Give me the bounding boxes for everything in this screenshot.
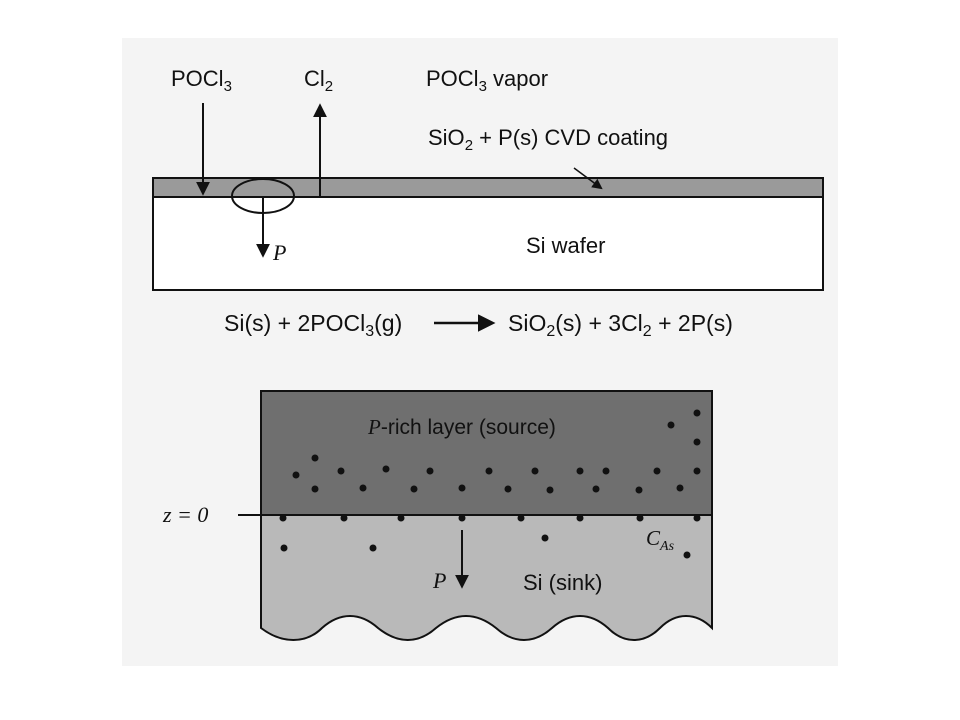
wafer-label: Si wafer	[526, 233, 605, 258]
p-label-top: P	[272, 240, 286, 265]
cl2-label: Cl2	[304, 66, 333, 95]
p-label-bottom: P	[432, 568, 446, 593]
z-zero-label: z = 0	[162, 502, 208, 527]
vapor-label: POCl3 vapor	[426, 66, 548, 95]
cas-label: CAs	[646, 526, 675, 554]
equation-rhs: SiO2(s) + 3Cl2 + 2P(s)	[508, 310, 733, 340]
pocl3-label: POCl3	[171, 66, 232, 95]
source-dopant-atoms	[292, 409, 701, 494]
top-diagram: POCl3 Cl2 POCl3 vapor SiO2 + P(s) CVD co…	[152, 66, 824, 291]
coating-pointer	[573, 167, 603, 190]
bottom-diagram: P-rich layer (source) z = 0 CAs P Si (si…	[162, 390, 713, 641]
si-sink-layer	[260, 514, 713, 641]
source-label: P-rich layer (source)	[367, 415, 556, 439]
p-rich-source-layer	[260, 390, 713, 516]
si-wafer	[152, 196, 824, 291]
sink-dopant-atoms	[279, 514, 701, 559]
sink-label: Si (sink)	[523, 570, 602, 595]
cvd-coating-layer	[152, 177, 824, 198]
coating-label: SiO2 + P(s) CVD coating	[428, 125, 668, 154]
reaction-equation: Si(s) + 2POCl3(g) SiO2(s) + 3Cl2 + 2P(s)	[224, 310, 733, 340]
equation-lhs: Si(s) + 2POCl3(g)	[224, 310, 402, 340]
